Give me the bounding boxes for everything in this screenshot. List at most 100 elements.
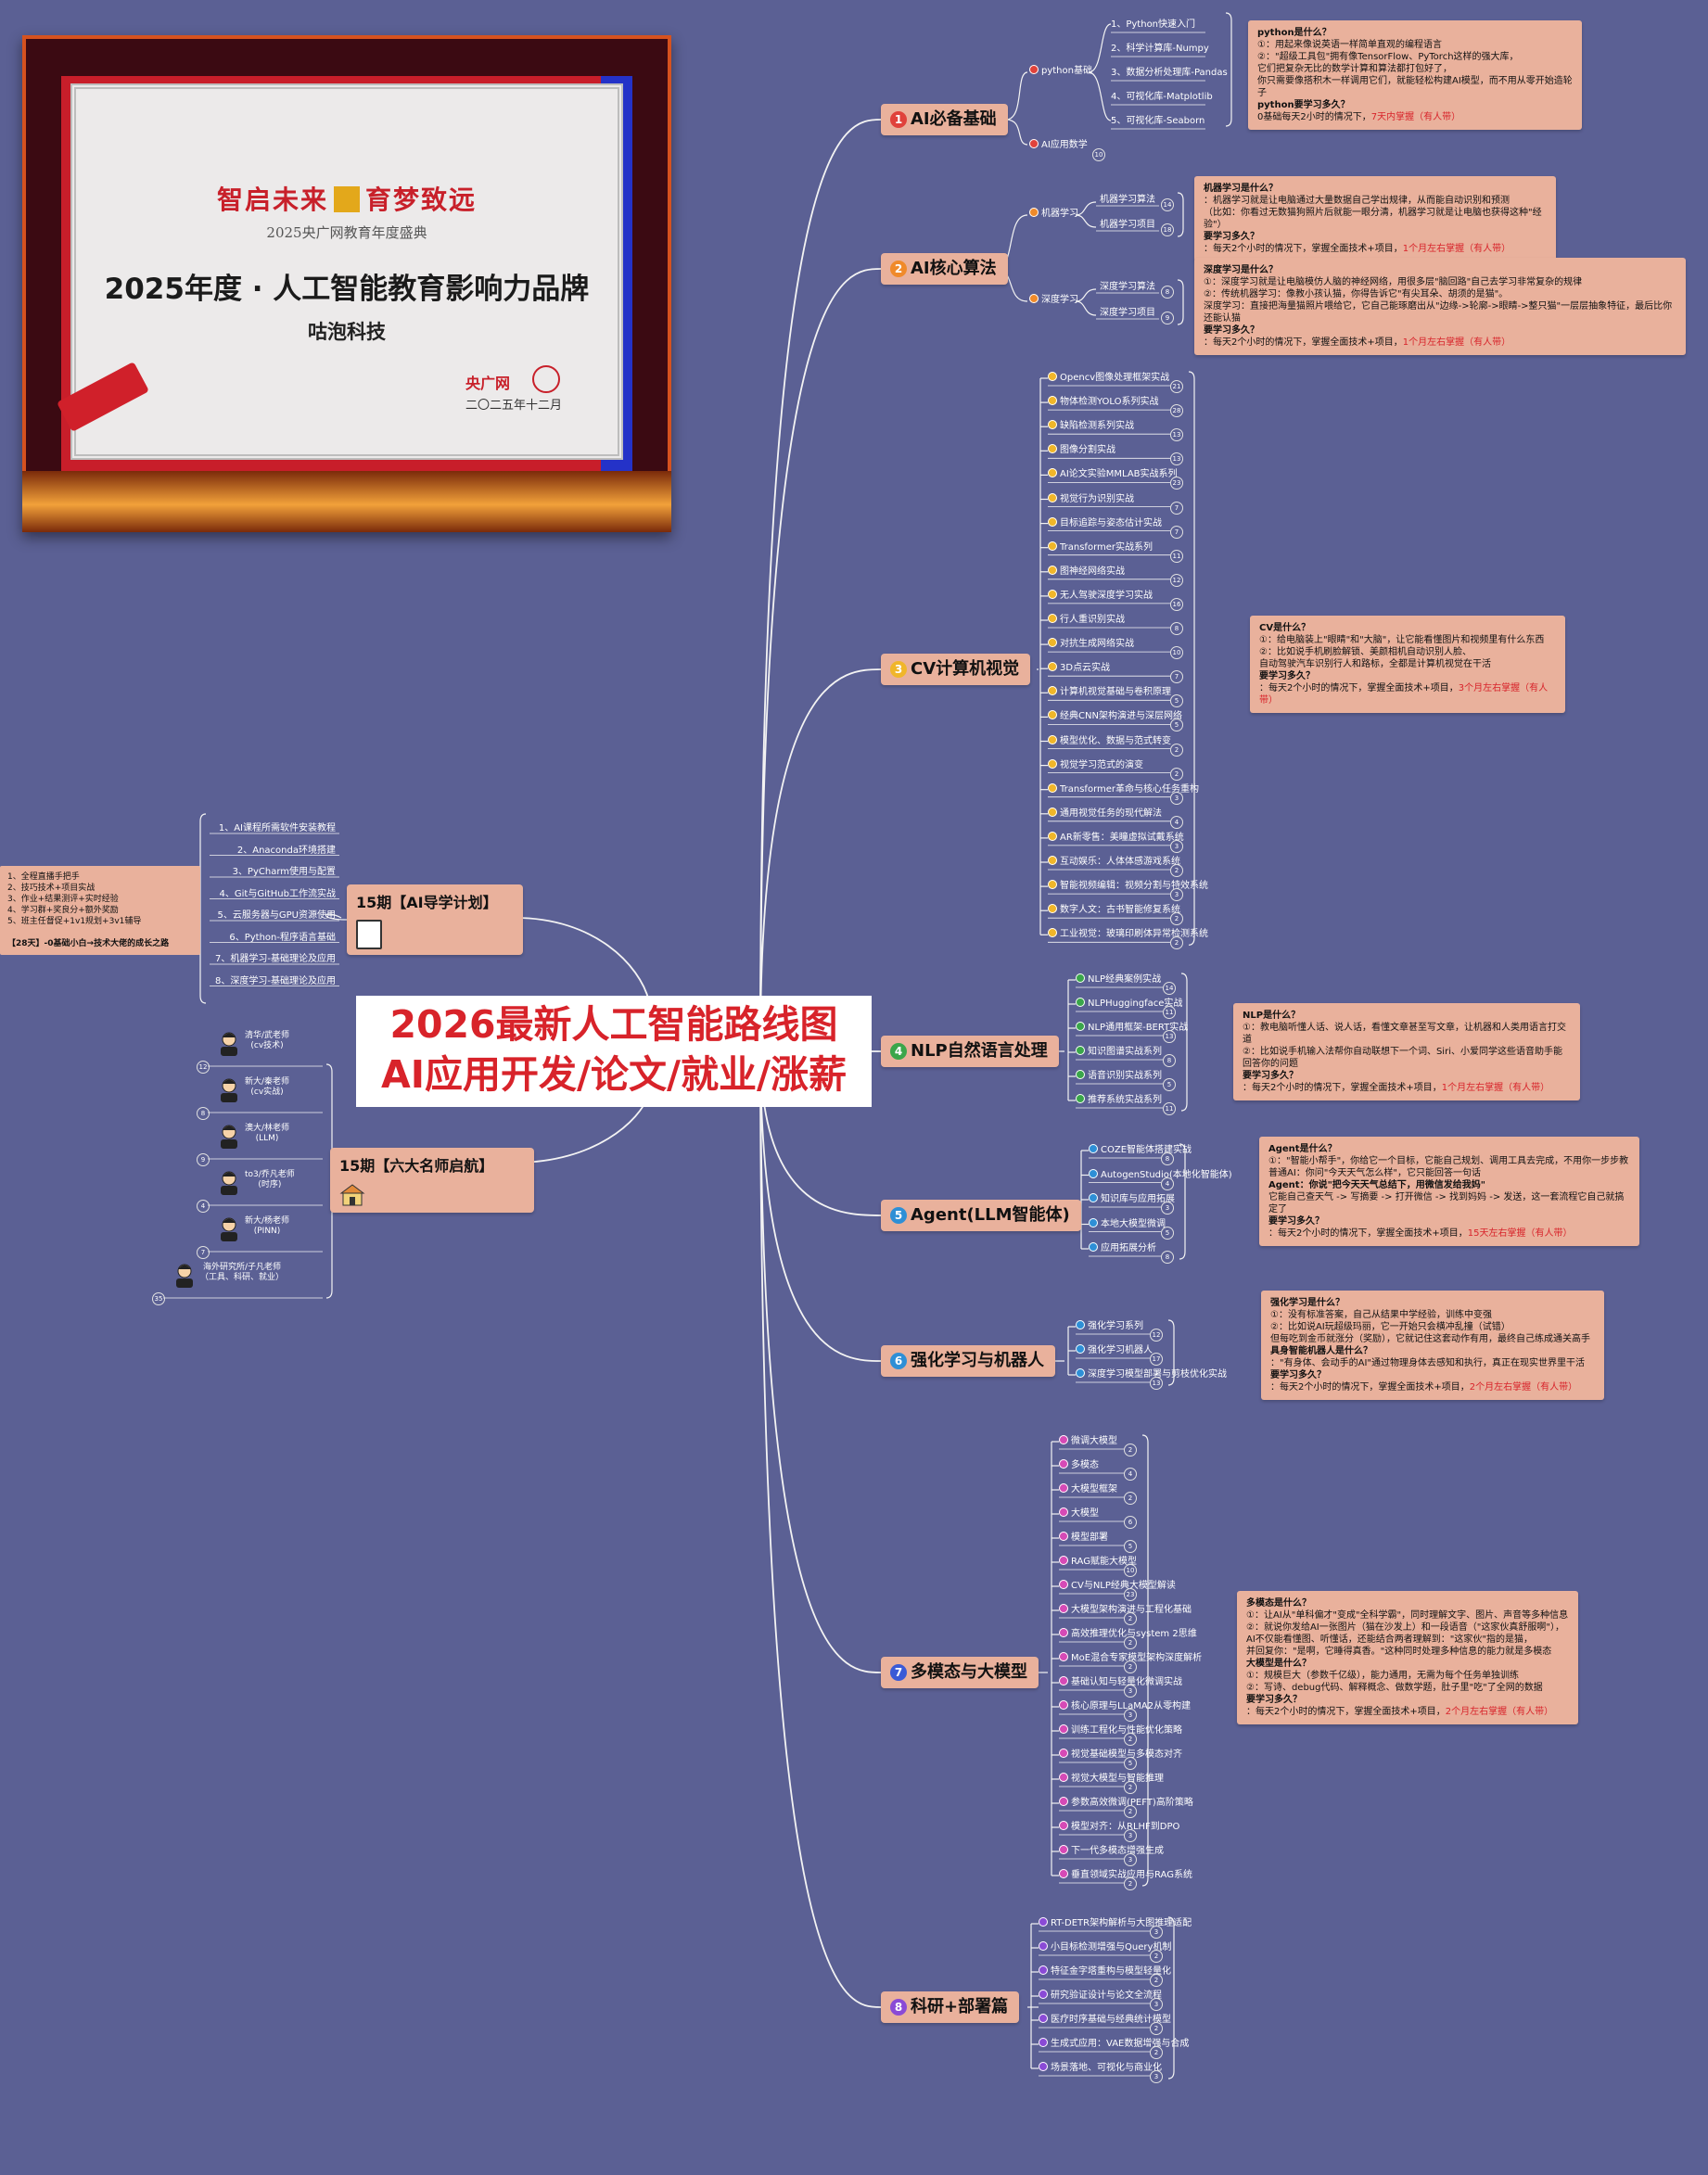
topic-item[interactable]: 大模型架构演进与工程化基础	[1059, 1604, 1192, 1617]
topic-item[interactable]: 医疗时序基础与经典统计模型	[1039, 2014, 1171, 2027]
python-basics-node[interactable]: python基础	[1029, 65, 1092, 78]
topic-item[interactable]: 计算机视觉基础与卷积原理	[1048, 686, 1171, 699]
topic-item[interactable]: 应用拓展分析	[1089, 1242, 1156, 1255]
topic-item[interactable]: 下一代多模态增强生成	[1059, 1845, 1164, 1858]
teacher-item[interactable]: 新大/秦老师(cv实战)	[245, 1077, 289, 1098]
python-item[interactable]: 4、可视化库-Matplotlib	[1111, 91, 1213, 104]
teacher-item[interactable]: 清华/武老师(cv技术)	[245, 1031, 289, 1051]
topic-item[interactable]: Transformer革命与核心任务重构	[1048, 782, 1199, 796]
topic-item[interactable]: 视觉大模型与智能推理	[1059, 1773, 1164, 1786]
guide-item[interactable]: 2、Anaconda环境搭建	[236, 845, 336, 856]
topic-item[interactable]: MoE混合专家模型架构深度解析	[1059, 1652, 1202, 1665]
topic-item[interactable]: 无人驾驶深度学习实战	[1048, 589, 1153, 603]
topic-item[interactable]: 大模型框架	[1059, 1483, 1117, 1496]
topic-item[interactable]: 语音识别实战系列	[1076, 1070, 1162, 1083]
ml-node[interactable]: 机器学习	[1029, 208, 1078, 221]
topic-item[interactable]: 基础认知与轻量化微调实战	[1059, 1676, 1182, 1689]
topic-item[interactable]: 智能视频编辑：视频分割与特效系统	[1048, 880, 1208, 893]
python-item[interactable]: 2、科学计算库-Numpy	[1111, 43, 1209, 56]
topic-item[interactable]: 对抗生成网络实战	[1048, 638, 1134, 651]
topic-item[interactable]: 强化学习机器人	[1076, 1344, 1153, 1357]
topic-item[interactable]: 强化学习系列	[1076, 1320, 1143, 1333]
topic-item[interactable]: 场景落地、可视化与商业化	[1039, 2062, 1162, 2075]
teacher-item[interactable]: 海外研究所/子凡老师（工具、科研、就业）	[200, 1263, 284, 1283]
topic-item[interactable]: CV与NLP经典大模型解读	[1059, 1580, 1176, 1593]
topic-item[interactable]: 小目标检测增强与Query机制	[1039, 1941, 1171, 1954]
guide-program-node[interactable]: 15期【AI导学计划】	[347, 884, 523, 955]
topic-item[interactable]: AI论文实验MMLAB实战系列	[1048, 468, 1178, 481]
teacher-item[interactable]: to3/乔凡老师(时序)	[245, 1170, 295, 1190]
topic-item[interactable]: NLP通用框架-BERT实战	[1076, 1022, 1188, 1035]
topic-item[interactable]: 核心原理与LLaMA2从零构建	[1059, 1700, 1191, 1713]
topic-item[interactable]: 机器学习算法	[1100, 194, 1155, 207]
topic-item[interactable]: 知识库与应用拓展	[1089, 1193, 1175, 1206]
guide-item[interactable]: 4、Git与GitHub工作流实战	[219, 888, 336, 899]
topic-item[interactable]: 经典CNN架构演进与深层网络	[1048, 710, 1182, 723]
topic-item[interactable]: 3D点云实战	[1048, 662, 1110, 675]
topic-item[interactable]: 互动娱乐：人体体感游戏系统	[1048, 856, 1180, 869]
topic-item[interactable]: 推荐系统实战系列	[1076, 1094, 1162, 1107]
python-item[interactable]: 5、可视化库-Seaborn	[1111, 115, 1205, 128]
topic-item[interactable]: 特征金字塔重构与模型轻量化	[1039, 1965, 1171, 1978]
topic-item[interactable]: RAG赋能大模型	[1059, 1556, 1137, 1569]
topic-item[interactable]: Transformer实战系列	[1048, 541, 1153, 554]
guide-item[interactable]: 5、云服务器与GPU资源使用	[217, 910, 336, 921]
topic-item[interactable]: Opencv图像处理框架实战	[1048, 372, 1169, 385]
teacher-item[interactable]: 澳大/林老师(LLM)	[245, 1124, 289, 1144]
topic-item[interactable]: 模型部署	[1059, 1532, 1108, 1545]
topic-item[interactable]: 深度学习项目	[1100, 307, 1155, 320]
topic-item[interactable]: 研究验证设计与论文全流程	[1039, 1990, 1162, 2003]
topic-item[interactable]: 数字人文：古书智能修复系统	[1048, 904, 1180, 917]
topic-item[interactable]: 大模型	[1059, 1507, 1099, 1520]
topic-item[interactable]: 视觉学习范式的演变	[1048, 758, 1143, 772]
guide-item[interactable]: 7、机器学习-基础理论及应用	[215, 954, 336, 964]
python-item[interactable]: 1、Python快速入门	[1111, 19, 1195, 32]
guide-item[interactable]: 3、PyCharm使用与配置	[232, 867, 336, 877]
topic-item[interactable]: 通用视觉任务的现代解法	[1048, 807, 1162, 820]
topic-item[interactable]: 图像分割实战	[1048, 444, 1115, 457]
topic-item[interactable]: 模型对齐：从RLHF到DPO	[1059, 1821, 1179, 1834]
topic-item[interactable]: 多模态	[1059, 1459, 1099, 1472]
teacher-item[interactable]: 新大/杨老师(PINN)	[245, 1216, 289, 1237]
topic-item[interactable]: 训练工程化与性能优化策略	[1059, 1724, 1182, 1737]
topic-item[interactable]: 机器学习项目	[1100, 219, 1155, 232]
guide-item[interactable]: 1、AI课程所需软件安装教程	[218, 823, 336, 833]
topic-item[interactable]: 知识图谱实战系列	[1076, 1046, 1162, 1059]
topic-item[interactable]: 高效推理优化与system 2思维	[1059, 1628, 1197, 1641]
topic-item[interactable]: 缺陷检测系列实战	[1048, 420, 1134, 433]
guide-item[interactable]: 8、深度学习-基础理论及应用	[215, 975, 336, 986]
teachers-program-node[interactable]: 15期【六大名师启航】	[330, 1148, 534, 1213]
topic-item[interactable]: NLP经典案例实战	[1076, 973, 1161, 986]
guide-item[interactable]: 6、Python-程序语言基础	[229, 932, 336, 943]
topic-item[interactable]: 视觉行为识别实战	[1048, 492, 1134, 506]
topic-item[interactable]: 生成式应用：VAE数据增强与合成	[1039, 2038, 1189, 2051]
topic-item[interactable]: 视觉基础模型与多模态对齐	[1059, 1749, 1182, 1762]
topic-item[interactable]: AR新零售：美瞳虚拟试戴系统	[1048, 831, 1184, 845]
topic-item[interactable]: 物体检测YOLO系列实战	[1048, 396, 1159, 409]
topic-item[interactable]: 参数高效微调(PEFT)高阶策略	[1059, 1797, 1193, 1810]
topic-item[interactable]: 模型优化、数据与范式转变	[1048, 734, 1171, 748]
topic-item[interactable]: 行人重识别实战	[1048, 614, 1125, 627]
topic-item[interactable]: 垂直领域实战应用与RAG系统	[1059, 1869, 1192, 1882]
topic-item[interactable]: COZE智能体搭建实战	[1089, 1144, 1192, 1157]
topic-item[interactable]: 本地大模型微调	[1089, 1217, 1166, 1231]
topic-item[interactable]: 微调大模型	[1059, 1435, 1117, 1448]
topic-item[interactable]: 图神经网络实战	[1048, 565, 1125, 579]
topic-item[interactable]: 工业视觉：玻璃印刷体异常检测系统	[1048, 928, 1208, 941]
topic-item[interactable]: AutogenStudio(本地化智能体)	[1089, 1168, 1232, 1182]
dl-node[interactable]: 深度学习	[1029, 294, 1078, 307]
topic-item[interactable]: 深度学习算法	[1100, 281, 1155, 294]
topic-item[interactable]: NLPHuggingface实战	[1076, 998, 1182, 1011]
topic-item[interactable]: RT-DETR架构解析与大图推理适配	[1039, 1917, 1192, 1930]
python-item[interactable]: 3、数据分析处理库-Pandas	[1111, 67, 1228, 80]
topic-item[interactable]: 目标追踪与姿态估计实战	[1048, 516, 1162, 530]
topic-item[interactable]: 深度学习模型部署与剪枝优化实战	[1076, 1368, 1227, 1381]
